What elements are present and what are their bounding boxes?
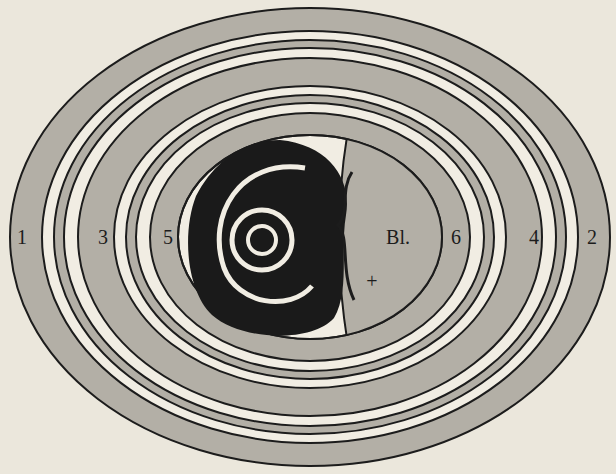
inner-ring — [232, 210, 292, 270]
layer-gap — [42, 31, 578, 443]
inner-outline — [178, 135, 442, 339]
bracket — [338, 172, 354, 300]
layer-band — [78, 58, 542, 416]
layer-gap — [64, 48, 556, 426]
layer-gap — [114, 86, 506, 388]
concentric-layers — [10, 8, 610, 466]
embryo-mass — [188, 140, 347, 336]
callout-label: 2 — [587, 227, 597, 247]
layer-band — [54, 40, 566, 434]
callout-label: 6 — [451, 227, 461, 247]
inner-fold — [219, 167, 312, 302]
callout-label: 3 — [98, 227, 108, 247]
layer-band — [126, 95, 494, 379]
callout-label: 4 — [529, 227, 539, 247]
outer-layer — [10, 8, 610, 466]
layer-gap — [136, 103, 484, 371]
callout-label: 1 — [17, 227, 27, 247]
inner-ring — [248, 226, 276, 254]
callout-label: Bl. — [386, 227, 410, 247]
callout-label: 5 — [163, 227, 173, 247]
callout-label: + — [366, 271, 377, 291]
layer-band — [150, 113, 470, 361]
